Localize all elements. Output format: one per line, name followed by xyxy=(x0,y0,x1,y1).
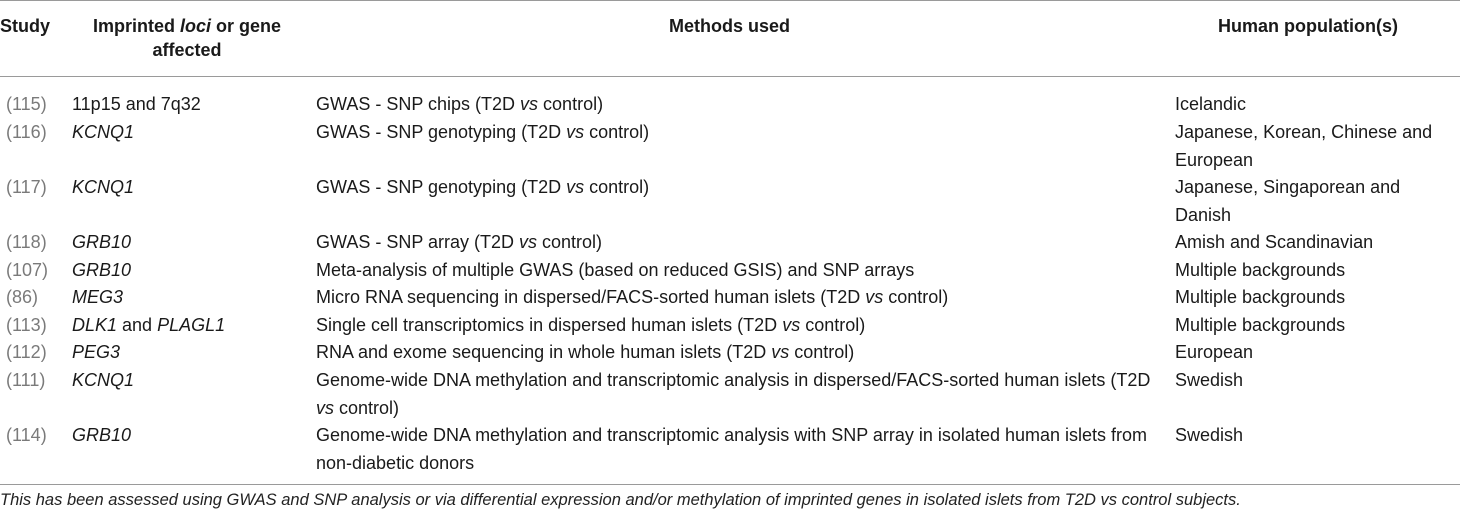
gene-run: PLAGL1 xyxy=(157,315,226,335)
study-ref: (118) xyxy=(6,232,47,252)
population-cell: Japanese, Korean, Chinese and European xyxy=(1175,122,1433,170)
methods-run: RNA and exome sequencing in whole human … xyxy=(316,342,772,362)
gene-run: MEG3 xyxy=(72,287,124,307)
gene-cell: 11p15 and 7q32 xyxy=(72,90,297,118)
methods-cell: Single cell transcriptomics in dispersed… xyxy=(316,311,1156,339)
gene-run: GRB10 xyxy=(72,232,132,252)
gene-run: GRB10 xyxy=(72,260,132,280)
methods-run: vs xyxy=(520,94,539,114)
methods-cell: GWAS - SNP genotyping (T2D vs control) xyxy=(316,118,1156,146)
methods-run: vs xyxy=(771,342,790,362)
methods-run: Genome-wide DNA methylation and transcri… xyxy=(316,370,1151,390)
methods-run: control) xyxy=(789,342,855,362)
footnote: This has been assessed using GWAS and SN… xyxy=(0,491,1241,509)
study-ref: (113) xyxy=(6,315,47,335)
header-population: Human population(s) xyxy=(1218,16,1398,36)
header-gene: Imprinted loci or gene affected xyxy=(80,14,294,62)
gene-run: 11p15 and 7q32 xyxy=(72,94,201,114)
methods-run: vs xyxy=(566,177,585,197)
methods-run: vs xyxy=(316,398,334,418)
methods-cell: Micro RNA sequencing in dispersed/FACS-s… xyxy=(316,283,1156,311)
study-ref: (117) xyxy=(6,177,47,197)
gene-run: KCNQ1 xyxy=(72,122,135,142)
methods-run: control) xyxy=(584,122,650,142)
population-cell: Japanese, Singaporean and Danish xyxy=(1175,177,1401,225)
methods-cell: Genome-wide DNA methylation and transcri… xyxy=(316,421,1156,477)
bottom-rule xyxy=(0,484,1460,485)
population-cell: Multiple backgrounds xyxy=(1175,260,1346,280)
population-cell: Multiple backgrounds xyxy=(1175,287,1346,307)
header-gene-post: or gene xyxy=(211,16,282,36)
methods-run: vs xyxy=(865,287,884,307)
gene-run: GRB10 xyxy=(72,425,132,445)
methods-cell: RNA and exome sequencing in whole human … xyxy=(316,338,1156,366)
study-ref: (114) xyxy=(6,425,47,445)
gene-run: KCNQ1 xyxy=(72,177,135,197)
study-ref: (107) xyxy=(6,260,49,280)
population-cell: Swedish xyxy=(1175,425,1244,445)
header-gene-pre: Imprinted xyxy=(92,16,180,36)
study-ref: (115) xyxy=(6,94,47,114)
methods-run: Meta-analysis of multiple GWAS (based on… xyxy=(316,260,915,280)
study-ref: (86) xyxy=(6,287,39,307)
study-ref: (112) xyxy=(6,342,47,362)
header-gene-italic: loci xyxy=(179,16,211,36)
methods-run: vs xyxy=(782,315,801,335)
population-cell: Multiple backgrounds xyxy=(1175,315,1346,335)
header-gene-line2: affected xyxy=(152,40,222,60)
gene-cell: DLK1 and PLAGL1 xyxy=(72,311,297,339)
gene-cell: GRB10 xyxy=(72,256,297,284)
methods-run: control) xyxy=(584,177,650,197)
methods-run: GWAS - SNP array (T2D xyxy=(316,232,520,252)
methods-cell: GWAS - SNP chips (T2D vs control) xyxy=(316,90,1156,118)
gene-cell: MEG3 xyxy=(72,283,297,311)
methods-run: vs xyxy=(566,122,585,142)
population-cell: Amish and Scandinavian xyxy=(1175,232,1374,252)
methods-run: GWAS - SNP genotyping (T2D xyxy=(316,177,567,197)
methods-cell: Meta-analysis of multiple GWAS (based on… xyxy=(316,256,1156,284)
gene-cell: PEG3 xyxy=(72,338,297,366)
top-rule xyxy=(0,0,1460,1)
methods-run: Single cell transcriptomics in dispersed… xyxy=(316,315,783,335)
study-ref: (111) xyxy=(6,370,46,390)
methods-run: vs xyxy=(519,232,538,252)
methods-cell: GWAS - SNP genotyping (T2D vs control) xyxy=(316,173,1156,201)
methods-cell: Genome-wide DNA methylation and transcri… xyxy=(316,366,1156,422)
gene-cell: KCNQ1 xyxy=(72,366,297,394)
methods-run: GWAS - SNP chips (T2D xyxy=(316,94,521,114)
gene-cell: GRB10 xyxy=(72,228,297,256)
methods-run: control) xyxy=(538,94,604,114)
gene-run: KCNQ1 xyxy=(72,370,135,390)
gene-cell: KCNQ1 xyxy=(72,118,297,146)
methods-cell: GWAS - SNP array (T2D vs control) xyxy=(316,228,1156,256)
gene-run: PEG3 xyxy=(72,342,121,362)
methods-run: control) xyxy=(800,315,866,335)
gene-cell: GRB10 xyxy=(72,421,297,449)
population-cell: Swedish xyxy=(1175,370,1244,390)
header-rule xyxy=(0,76,1460,77)
methods-run: control) xyxy=(334,398,400,418)
methods-run: GWAS - SNP genotyping (T2D xyxy=(316,122,567,142)
header-study: Study xyxy=(0,16,51,36)
gene-run: DLK1 xyxy=(72,315,118,335)
population-cell: Icelandic xyxy=(1175,94,1247,114)
gene-run: and xyxy=(117,315,158,335)
header-methods: Methods used xyxy=(669,16,791,36)
methods-run: control) xyxy=(883,287,949,307)
gene-cell: KCNQ1 xyxy=(72,173,297,201)
methods-run: Micro RNA sequencing in dispersed/FACS-s… xyxy=(316,287,866,307)
population-cell: European xyxy=(1175,342,1254,362)
methods-run: control) xyxy=(537,232,603,252)
methods-run: Genome-wide DNA methylation and transcri… xyxy=(316,425,1148,473)
study-ref: (116) xyxy=(6,122,47,142)
